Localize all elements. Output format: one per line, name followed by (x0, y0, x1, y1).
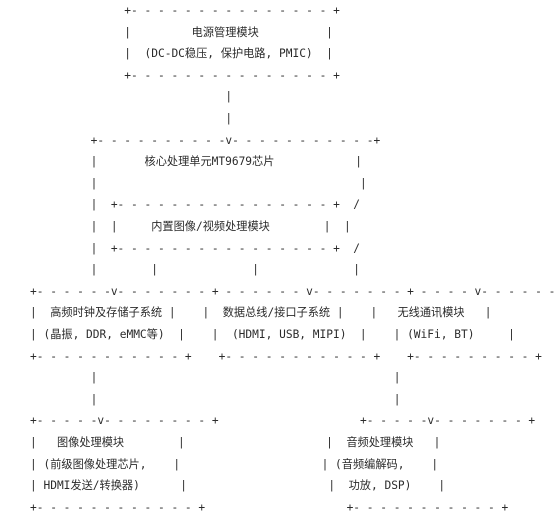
diagram-line: +- - - - - - - - - - - - - - - + (30, 4, 340, 17)
diagram-line: | +- - - - - - - - - - - - - - - - + / (30, 241, 361, 255)
diagram-line: +- - - - -v- - - - - - - - + +- - - - -v… (30, 414, 536, 428)
diagram-line: +- - - - - -v- - - - - - - + - - - - - -… (30, 284, 559, 298)
diagram-line: | HDMI发送/转换器) | | 功放, DSP) | (30, 479, 446, 493)
diagram-line: | | (30, 392, 401, 406)
diagram-line: | 高频时钟及存储子系统 | | 数据总线/接口子系统 | | 无线通讯模块 | (30, 306, 492, 320)
diagram-line: | (前级图像处理芯片, | | (音频编解码, | (30, 457, 439, 471)
diagram-line: | (30, 112, 233, 125)
diagram-line: +- - - - - - - - - - - - - - - + (30, 68, 340, 82)
diagram-line: +- - - - - - - - - -v- - - - - - - - - -… (30, 133, 381, 147)
diagram-line: | 核心处理单元MT9679芯片 | (30, 155, 362, 169)
diagram-line: +- - - - - - - - - - - - + +- - - - - - … (30, 500, 509, 514)
diagram-line: | | 内置图像/视频处理模块 | | (30, 220, 351, 233)
diagram-line: | 电源管理模块 | (30, 25, 333, 39)
diagram-line: | | | | (30, 263, 361, 277)
diagram-line: +- - - - - - - - - - - + +- - - - - - - … (30, 349, 542, 363)
diagram-line: | | (30, 176, 367, 190)
diagram-line: | (30, 90, 233, 104)
diagram-line: | 图像处理模块 | | 音频处理模块 | (30, 436, 441, 449)
diagram-line: | +- - - - - - - - - - - - - - - - + / (30, 198, 361, 212)
diagram-line: | | (30, 371, 401, 385)
diagram-line: | (晶振, DDR, eMMC等) | | (HDMI, USB, MIPI)… (30, 328, 515, 341)
diagram-line: | (DC-DC稳压, 保护电路, PMIC) | (30, 47, 333, 61)
